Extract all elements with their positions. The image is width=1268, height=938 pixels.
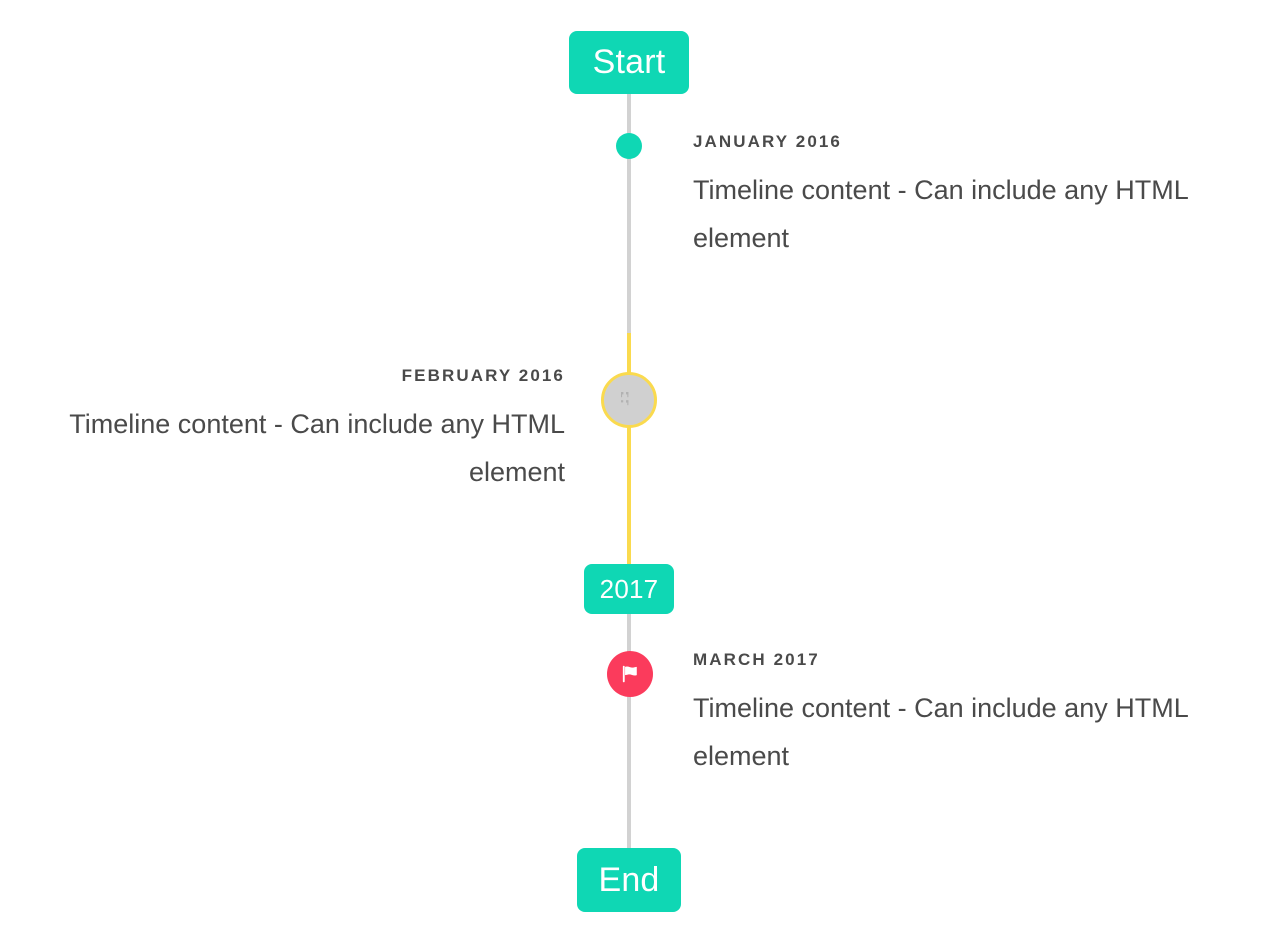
timeline-entry-body: Timeline content - Can include any HTML … bbox=[693, 693, 1188, 771]
timeline-marker-dot[interactable] bbox=[616, 133, 642, 159]
timeline-entry-date: FEBRUARY 2016 bbox=[401, 366, 565, 385]
timeline-entry-date: MARCH 2017 bbox=[693, 650, 820, 669]
timeline-line-segment-middle bbox=[627, 604, 631, 857]
timeline-entry-date: JANUARY 2016 bbox=[693, 132, 842, 151]
broken-image-icon bbox=[621, 392, 629, 406]
timeline-line-segment-yellow bbox=[627, 333, 631, 576]
timeline-marker-image[interactable] bbox=[601, 372, 657, 428]
timeline-line-segment-top bbox=[627, 88, 631, 333]
timeline-start-badge[interactable]: Start bbox=[569, 31, 689, 94]
timeline-entry-body: Timeline content - Can include any HTML … bbox=[69, 409, 565, 487]
timeline-end-badge[interactable]: End bbox=[577, 848, 681, 912]
timeline-entry-january: JANUARY 2016 Timeline content - Can incl… bbox=[693, 132, 1233, 262]
timeline-entry-february: FEBRUARY 2016 Timeline content - Can inc… bbox=[30, 366, 565, 496]
timeline-entry-march: MARCH 2017 Timeline content - Can includ… bbox=[693, 650, 1233, 780]
timeline-entry-body: Timeline content - Can include any HTML … bbox=[693, 175, 1188, 253]
timeline-marker-flag[interactable] bbox=[607, 651, 653, 697]
timeline-year-badge[interactable]: 2017 bbox=[584, 564, 674, 614]
flag-icon bbox=[622, 665, 637, 683]
